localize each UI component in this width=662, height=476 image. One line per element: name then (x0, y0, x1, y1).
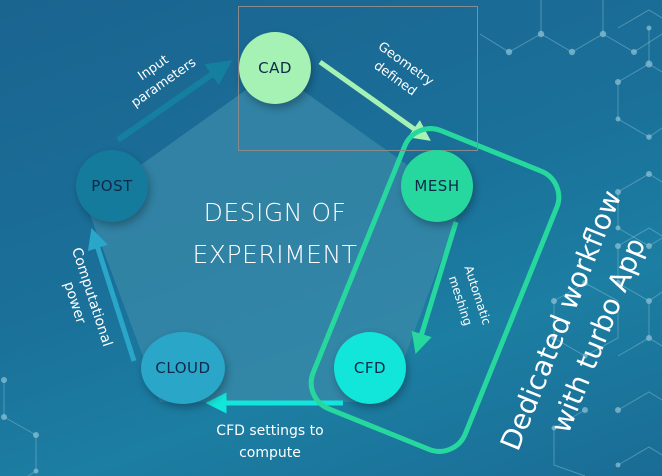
turbo-app-workflow-frame (308, 126, 562, 454)
title-line-2: EXPERIMENT (192, 240, 358, 269)
title-line-1: DESIGN OF (203, 198, 347, 227)
arrow-post-to-cad (116, 60, 233, 143)
edge-label-line: CFD settings to (216, 423, 324, 439)
node-cad[interactable]: CAD (239, 32, 311, 104)
node-cad-label: CAD (258, 59, 292, 77)
node-cfd-label: CFD (353, 359, 387, 377)
node-post[interactable]: POST (76, 150, 148, 222)
node-cfd[interactable]: CFD (334, 332, 406, 404)
arrow-cad-to-mesh (318, 59, 431, 141)
arrow-mesh-to-cfd (411, 221, 459, 355)
edge-label-line: compute (239, 445, 301, 461)
node-cloud-label: CLOUD (155, 359, 211, 377)
design-pentagon (86, 70, 462, 402)
node-cloud[interactable]: CLOUD (141, 332, 225, 404)
node-post-label: POST (91, 177, 133, 195)
node-mesh[interactable]: MESH (401, 150, 473, 222)
diagram-title: DESIGN OF EXPERIMENT (170, 192, 380, 276)
arrow-cloud-to-post (87, 227, 137, 362)
node-mesh-label: MESH (414, 177, 460, 195)
hex-network-nodes (1, 25, 653, 474)
edge-label-cfd-settings: CFD settings to compute (200, 420, 340, 464)
